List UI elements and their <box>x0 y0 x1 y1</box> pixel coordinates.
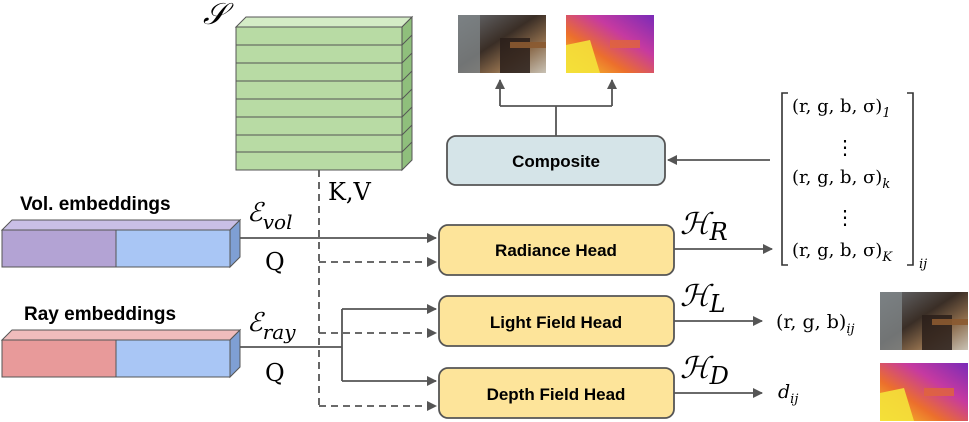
composite-block: Composite <box>446 135 666 186</box>
ray-symbol: ℰray <box>247 308 296 344</box>
vol-embeddings-block: Vol. embeddings ℰvol Q <box>0 194 293 276</box>
vol-embeddings-title: Vol. embeddings <box>20 194 171 215</box>
depth-field-head: Depth Field Head <box>438 367 675 419</box>
ray-embedding-part-a <box>1 339 117 378</box>
query-connectors <box>240 233 437 386</box>
head-output-arrows <box>674 244 773 398</box>
stack-top-face <box>234 16 414 28</box>
stack-symbol: 𝒮 <box>203 0 234 32</box>
vol-embedding-part-b <box>115 229 231 268</box>
radiance-head-symbol: ℋR <box>680 207 728 246</box>
depth-render-thumbnail <box>566 15 654 73</box>
vol-query-label: Q <box>265 248 285 276</box>
matrix-row-K: (r, g, b, σ)K <box>792 240 893 265</box>
light-field-rgb-thumbnail <box>880 292 968 350</box>
ray-embeddings-block: Ray embeddings ℰray Q <box>0 304 296 387</box>
ray-query-label: Q <box>265 359 285 387</box>
composite-to-images-arrows <box>495 79 617 136</box>
matrix-row-k: (r, g, b, σ)k <box>792 167 890 192</box>
stack-layer-lines <box>236 34 413 153</box>
vol-embedding-part-a <box>1 229 117 268</box>
kv-label: K,V <box>328 178 372 206</box>
matrix-dots-1: ⋮ <box>835 135 855 159</box>
vol-symbol: ℰvol <box>247 198 293 234</box>
depth-field-depth-thumbnail <box>880 363 968 421</box>
radiance-head-label: Radiance Head <box>495 241 617 260</box>
scene-token-stack: 𝒮 K,V <box>203 0 414 206</box>
composite-label: Composite <box>512 152 600 171</box>
depth-field-head-label: Depth Field Head <box>487 385 626 404</box>
matrix-outer-subscript: ij <box>919 257 927 272</box>
light-field-head-label: Light Field Head <box>490 313 622 332</box>
matrix-row-1: (r, g, b, σ)1 <box>792 96 891 121</box>
ray-embeddings-title: Ray embeddings <box>24 304 176 325</box>
matrix-dots-2: ⋮ <box>835 205 855 229</box>
light-head-symbol: ℋL <box>680 279 726 318</box>
depth-head-symbol: ℋD <box>680 351 729 390</box>
ray-embedding-part-b <box>115 339 231 378</box>
depth-field-output: dij <box>778 381 798 407</box>
radiance-output-matrix: (r, g, b, σ)1 ⋮ (r, g, b, σ)k ⋮ (r, g, b… <box>781 92 927 272</box>
kv-dashed-connectors <box>318 170 437 411</box>
light-field-head: Light Field Head <box>438 295 675 347</box>
rgb-render-thumbnail <box>458 15 546 73</box>
radiance-head: Radiance Head <box>438 224 675 276</box>
light-field-output: (r, g, b)ij <box>776 311 855 337</box>
